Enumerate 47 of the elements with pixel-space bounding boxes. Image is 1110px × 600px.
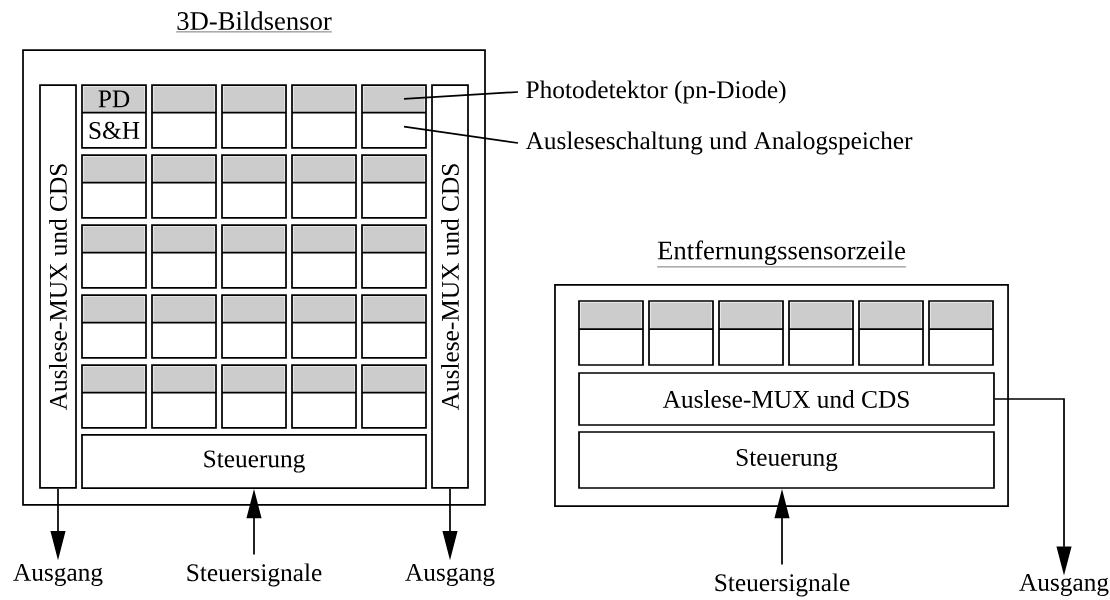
pixel-cell bbox=[648, 300, 714, 366]
pixel-cell bbox=[578, 300, 644, 366]
pixel-cell bbox=[221, 84, 287, 149]
pixel-cell bbox=[291, 154, 357, 219]
circuit-block: Steuerung bbox=[578, 431, 995, 489]
pixel-cell bbox=[151, 224, 217, 289]
pixel-cell bbox=[151, 154, 217, 219]
pixel-cell: PD S&H bbox=[81, 84, 147, 149]
pixel-cell bbox=[221, 154, 287, 219]
pixel-cell bbox=[81, 294, 147, 359]
pixel-cell bbox=[151, 294, 217, 359]
readout-block: Auslese-MUX und CDS bbox=[39, 84, 77, 489]
pixel-cell bbox=[361, 84, 427, 149]
leader-line bbox=[403, 125, 519, 144]
callout-text: Photodetektor (pn-Diode) bbox=[526, 80, 786, 104]
pixel-cell bbox=[361, 364, 427, 429]
pixel-cell bbox=[291, 364, 357, 429]
pixel-cell bbox=[81, 154, 147, 219]
pixel-cell bbox=[221, 294, 287, 359]
pixel-cell bbox=[361, 154, 427, 219]
node-label: Entfernungssensorzeile bbox=[657, 240, 906, 266]
pixel-cell bbox=[81, 224, 147, 289]
pixel-cell bbox=[291, 294, 357, 359]
node-label: 3D-Bildsensor bbox=[177, 11, 332, 31]
signal-label: Steuersignale bbox=[715, 573, 850, 597]
pixel-cell bbox=[81, 364, 147, 429]
pixel-cell bbox=[221, 364, 287, 429]
circuit-block: Steuerung bbox=[81, 434, 427, 489]
signal-label: Steuersignale bbox=[187, 563, 322, 587]
leader-line bbox=[403, 91, 519, 100]
pixel-cell bbox=[928, 300, 994, 366]
pixel-cell bbox=[788, 300, 854, 366]
pixel-cell bbox=[718, 300, 784, 366]
signal-label: Ausgang bbox=[405, 563, 495, 587]
pixel-cell bbox=[151, 364, 217, 429]
pixel-cell bbox=[361, 294, 427, 359]
pixel-cell bbox=[221, 224, 287, 289]
callout-text: Ausleseschaltung und Analogspeicher bbox=[525, 131, 913, 155]
signal-label: Ausgang bbox=[1019, 573, 1109, 597]
pixel-cell bbox=[361, 224, 427, 289]
pixel-cell bbox=[291, 84, 357, 149]
pixel-cell bbox=[151, 84, 217, 149]
signal-label: Ausgang bbox=[13, 563, 103, 587]
pixel-cell bbox=[291, 224, 357, 289]
pixel-cell bbox=[858, 300, 924, 366]
readout-block: Auslese-MUX und CDS bbox=[431, 84, 469, 489]
circuit-block: Auslese-MUX und CDS bbox=[578, 372, 995, 426]
